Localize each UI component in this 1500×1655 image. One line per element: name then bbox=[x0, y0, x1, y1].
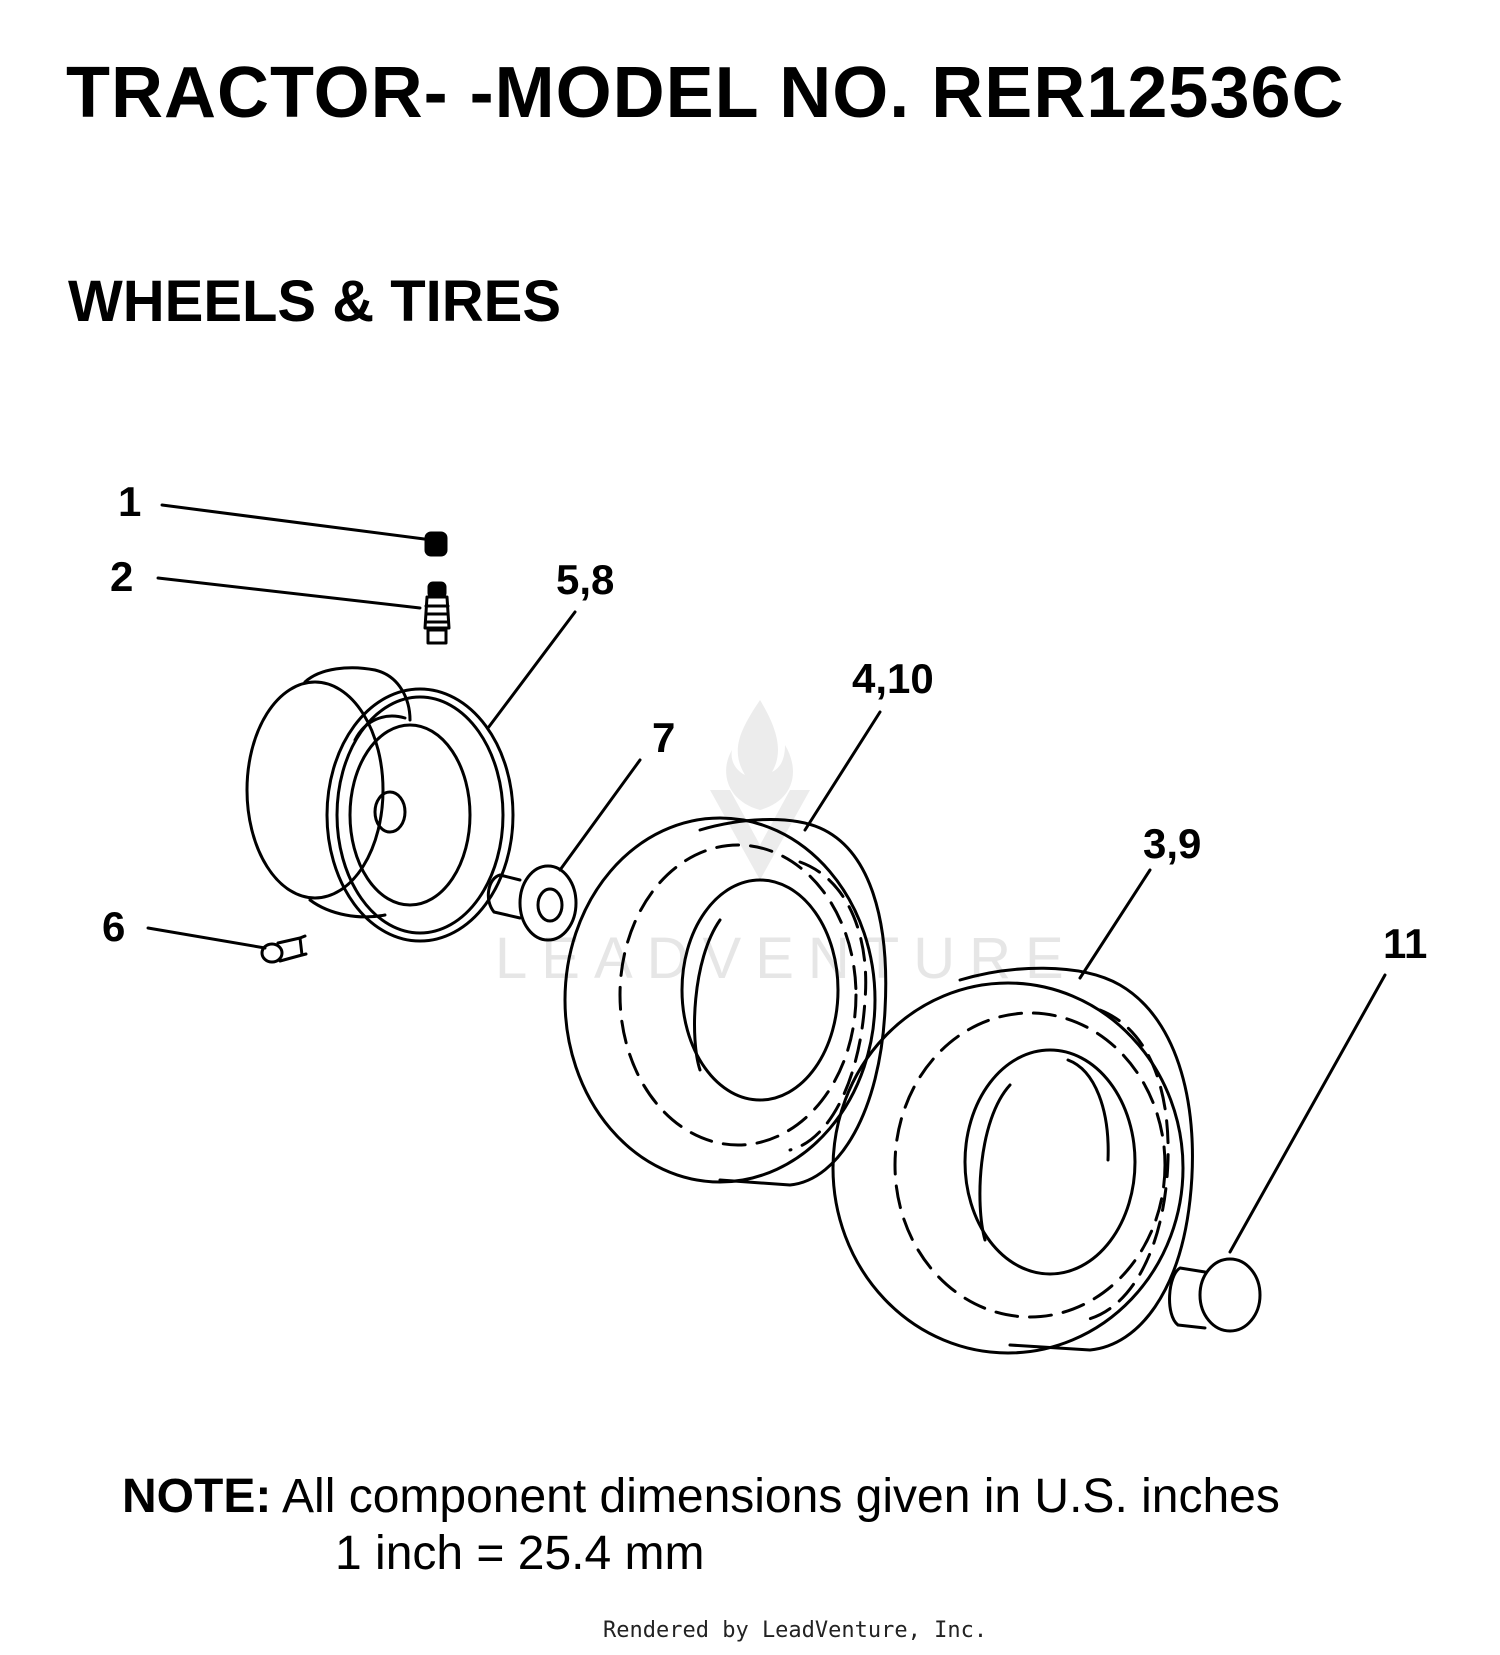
note-line-2: 1 inch = 25.4 mm bbox=[335, 1527, 705, 1580]
bushing-part bbox=[486, 864, 578, 942]
wheel-rim-part bbox=[245, 666, 515, 943]
dimension-note: NOTE: All component dimensions given in … bbox=[122, 1470, 1280, 1524]
leader-line-11 bbox=[1228, 973, 1387, 1254]
leader-line-1 bbox=[160, 503, 434, 542]
front-tire-part bbox=[563, 816, 888, 1187]
callout-7: 7 bbox=[652, 714, 676, 761]
watermark-text: LEADVENTURE bbox=[495, 926, 1078, 991]
section-title: WHEELS & TIRES bbox=[68, 269, 562, 334]
bolt-part bbox=[260, 934, 308, 964]
callout-1: 1 bbox=[118, 478, 142, 525]
callout-4-10: 4,10 bbox=[852, 655, 934, 702]
rear-tire-part bbox=[831, 966, 1194, 1355]
valve-cap-part bbox=[424, 531, 448, 557]
render-credit: Rendered by LeadVenture, Inc. bbox=[603, 1618, 988, 1643]
valve-stem-part bbox=[423, 581, 451, 645]
note-line-1: All component dimensions given in U.S. i… bbox=[282, 1470, 1280, 1523]
leader-line-5-8 bbox=[486, 610, 577, 730]
callout-5-8: 5,8 bbox=[556, 556, 615, 603]
leader-line-3-9 bbox=[1078, 868, 1152, 980]
leader-line-6 bbox=[146, 926, 267, 950]
hub-cap-part bbox=[1168, 1257, 1262, 1333]
callout-11: 11 bbox=[1383, 920, 1428, 967]
note-label: NOTE: bbox=[122, 1470, 272, 1523]
callout-6: 6 bbox=[102, 903, 126, 950]
callout-3-9: 3,9 bbox=[1143, 820, 1202, 867]
leader-line-7 bbox=[558, 758, 642, 872]
leadventure-logo-icon bbox=[710, 700, 810, 880]
leader-line-2 bbox=[156, 576, 422, 610]
callout-2: 2 bbox=[110, 553, 134, 600]
page-title: TRACTOR- -MODEL NO. RER12536C bbox=[66, 53, 1345, 133]
leader-line-4-10 bbox=[803, 710, 882, 832]
